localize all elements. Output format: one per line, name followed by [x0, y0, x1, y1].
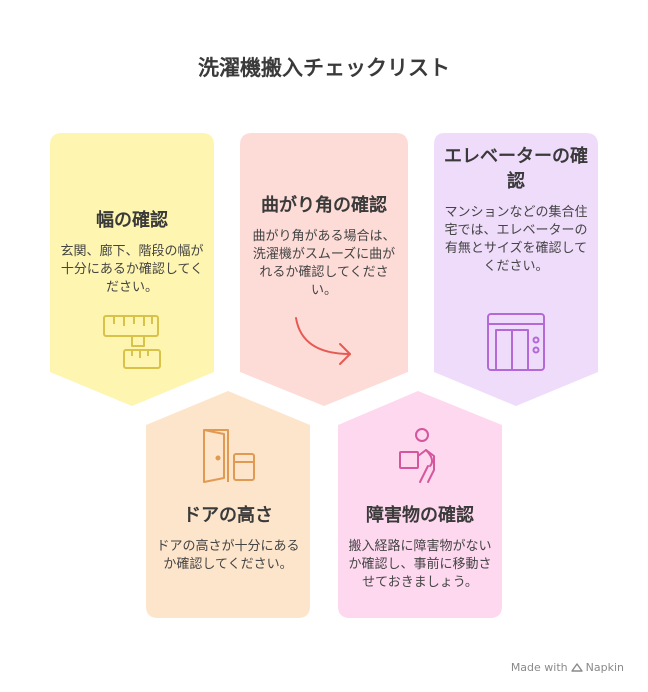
page-title: 洗濯機搬入チェックリスト	[198, 56, 450, 80]
card-bg-corner	[240, 133, 408, 406]
card-corner: 曲がり角の確認 曲がり角がある場合は、洗濯機がスムーズに曲がれるか確認してくださ…	[252, 193, 396, 300]
card-obstacle: 障害物の確認 搬入経路に障害物がないか確認し、事前に移動させておきましょう。	[348, 503, 492, 592]
card-title: 幅の確認	[96, 210, 168, 231]
person-carrying-box-icon	[399, 428, 435, 483]
card-desc: 曲がり角がある場合は、洗濯機がスムーズに曲がれるか確認してください。	[252, 229, 396, 298]
footer-brand: Napkin	[585, 661, 624, 674]
card-bg-width	[50, 133, 214, 406]
card-title: ドアの高さ	[183, 505, 273, 526]
napkin-logo-icon	[570, 662, 583, 672]
card-desc: 玄関、廊下、階段の幅が十分にあるか確認してください。	[60, 244, 204, 295]
door-icon	[203, 429, 255, 483]
card-desc: ドアの高さが十分にあるか確認してください。	[156, 539, 300, 572]
card-bg-obstacle	[338, 391, 502, 618]
elevator-icon	[487, 313, 545, 371]
card-door: ドアの高さ ドアの高さが十分にあるか確認してください。	[156, 503, 300, 574]
card-desc: マンションなどの集合住宅では、エレベーターの有無とサイズを確認してください。	[444, 205, 588, 274]
card-title: エレベーターの確認	[444, 146, 588, 192]
curved-arrow-icon	[295, 317, 351, 365]
card-title: 障害物の確認	[366, 505, 474, 526]
card-bg-elevator	[434, 133, 598, 406]
footer-text: Made with	[510, 661, 568, 674]
card-title: 曲がり角の確認	[261, 195, 387, 216]
card-bg-door	[146, 391, 310, 618]
card-width: 幅の確認 玄関、廊下、階段の幅が十分にあるか確認してください。	[60, 208, 204, 297]
measuring-tape-icon	[103, 315, 161, 369]
card-elevator: エレベーターの確認 マンションなどの集合住宅では、エレベーターの有無とサイズを確…	[444, 144, 588, 276]
footer: Made with Napkin	[511, 661, 624, 674]
card-desc: 搬入経路に障害物がないか確認し、事前に移動させておきましょう。	[348, 539, 492, 590]
